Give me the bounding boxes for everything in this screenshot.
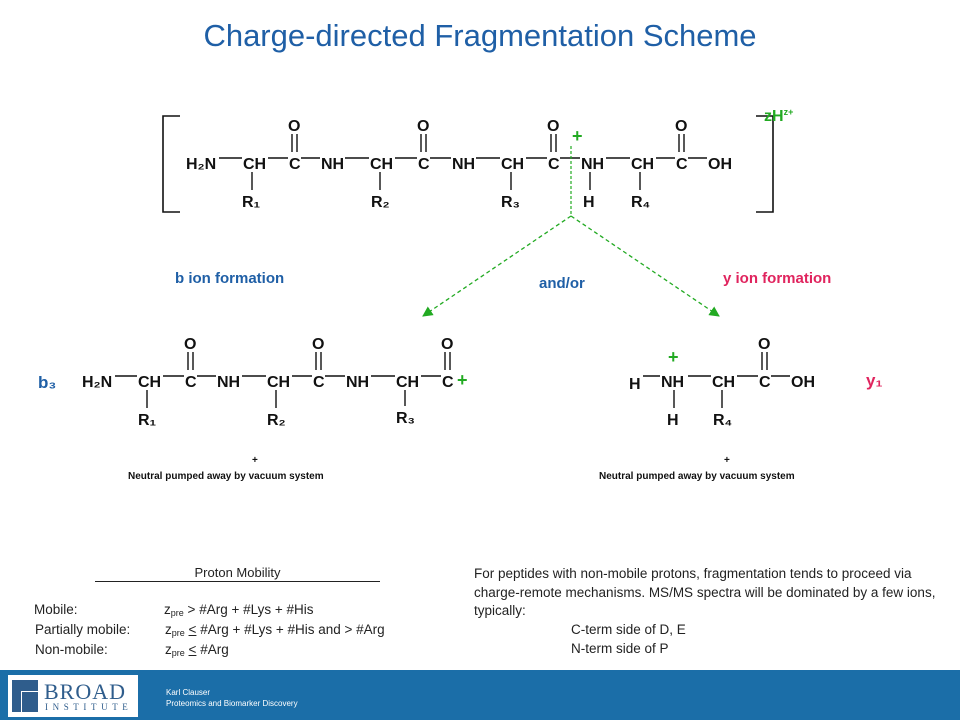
mobility-name: Non-mobile: — [35, 642, 108, 657]
alpha-carbon-4: CH — [631, 156, 654, 173]
footer-bar: BROAD INSTITUTE Karl Clauser Proteomics … — [0, 670, 960, 720]
b-side-chain-r2: R₂ — [267, 412, 286, 429]
b-carbonyl-carbon-2: C — [313, 374, 325, 391]
y-side-chain-r4: R₄ — [713, 412, 732, 429]
side-chain-r4: R₄ — [631, 194, 650, 211]
b3-label: b₃ — [38, 373, 56, 392]
y-carbonyl-carbon: C — [759, 374, 771, 391]
left-bracket — [162, 115, 180, 213]
b-ion-charge-plus: + — [457, 370, 468, 390]
b-neutral-plus: + — [252, 455, 258, 466]
y-ion-formation-label: y ion formation — [723, 270, 831, 287]
mobility-name: Mobile: — [34, 602, 78, 617]
y-amide-nh: NH — [661, 374, 684, 391]
b-alpha-carbon-3: CH — [396, 374, 419, 391]
alpha-carbon-2: CH — [370, 156, 393, 173]
fragmentation-diagram: H₂N CH C NH CH C NH CH C NH CH C OH O O … — [38, 107, 883, 482]
amide-hydrogen: H — [583, 194, 595, 211]
carbonyl-carbon-2: C — [418, 156, 430, 173]
b-side-chain-r3: R₃ — [396, 410, 415, 427]
mobility-row-mobile: Mobile:zpre > #Arg + #Lys + #His — [34, 602, 314, 618]
b-ion-arrow — [422, 215, 572, 317]
b-h2n: H₂N — [82, 374, 112, 391]
charge-state-label: zHz+ — [764, 107, 793, 125]
b-amide-nh-3: NH — [346, 374, 369, 391]
carbonyl-oxygen-3: O — [547, 118, 559, 135]
carbonyl-oxygen-2: O — [417, 118, 429, 135]
b-carbonyl-oxygen-2: O — [312, 336, 324, 353]
page-title: Charge-directed Fragmentation Scheme — [203, 18, 757, 53]
precursor-peptide: H₂N CH C NH CH C NH CH C NH CH C OH O O … — [162, 107, 793, 214]
b-ion-formation-label: b ion formation — [175, 270, 284, 287]
footer-author-block: Karl Clauser Proteomics and Biomarker Di… — [166, 687, 298, 709]
carbonyl-carbon-3: C — [548, 156, 560, 173]
y-alpha-carbon: CH — [712, 374, 735, 391]
alpha-carbon-1: CH — [243, 156, 266, 173]
y1-label: y₁ — [866, 371, 883, 390]
side-chain-r1: R₁ — [242, 194, 261, 211]
side-chain-r3: R₃ — [501, 194, 520, 211]
b-alpha-carbon-1: CH — [138, 374, 161, 391]
y-carbonyl-oxygen: O — [758, 336, 770, 353]
logo-subtext: INSTITUTE — [45, 702, 133, 712]
b-carbonyl-oxygen-3: O — [441, 336, 453, 353]
proton-plus: + — [572, 126, 583, 146]
y-neutral-caption: Neutral pumped away by vacuum system — [599, 471, 795, 482]
y-amide-hydrogen: H — [667, 412, 679, 429]
and-or-label: and/or — [539, 275, 585, 292]
amide-nh-2: NH — [321, 156, 344, 173]
proton-mobility-title: Proton Mobility — [95, 565, 380, 582]
author-department: Proteomics and Biomarker Discovery — [166, 699, 298, 708]
amide-nh-3: NH — [452, 156, 475, 173]
carbonyl-carbon-1: C — [289, 156, 301, 173]
b-carbonyl-carbon-1: C — [185, 374, 197, 391]
mobility-row-non-mobile: Non-mobile:zpre < #Arg — [35, 642, 229, 658]
b-alpha-carbon-2: CH — [267, 374, 290, 391]
note-example-2: N-term side of P — [571, 641, 669, 656]
y-c-term-oh: OH — [791, 374, 815, 391]
author-name: Karl Clauser — [166, 688, 211, 697]
logo-wordmark: BROAD — [44, 679, 127, 704]
logo-square-icon — [12, 680, 39, 713]
b-amide-nh-2: NH — [217, 374, 240, 391]
mobility-name: Partially mobile: — [35, 622, 131, 637]
y-h-left: H — [629, 376, 641, 393]
carbonyl-oxygen-4: O — [675, 118, 687, 135]
broad-institute-logo: BROAD INSTITUTE — [8, 675, 138, 717]
amide-nh-4: NH — [581, 156, 604, 173]
y-ion-arrow — [570, 215, 720, 317]
n-term-h2n: H₂N — [186, 156, 216, 173]
b-carbonyl-oxygen-1: O — [184, 336, 196, 353]
mobility-row-partially-mobile: Partially mobile:zpre < #Arg + #Lys + #H… — [35, 622, 385, 638]
side-chain-r2: R₂ — [371, 194, 390, 211]
y-ion-charge-plus: + — [668, 347, 679, 367]
carbonyl-carbon-4: C — [676, 156, 688, 173]
b-neutral-caption: Neutral pumped away by vacuum system — [128, 471, 324, 482]
b3-ion: b₃ H₂N CH C NH CH C NH CH C + O O O R₁ R… — [38, 336, 468, 482]
right-bracket — [756, 115, 774, 213]
alpha-carbon-3: CH — [501, 156, 524, 173]
carbonyl-oxygen-1: O — [288, 118, 300, 135]
note-example-1: C-term side of D, E — [571, 622, 686, 637]
c-term-oh: OH — [708, 156, 732, 173]
y1-ion: H NH CH C OH + O H R₄ y₁ + Neutral pumpe… — [599, 336, 883, 482]
b-carbonyl-carbon-3: C — [442, 374, 454, 391]
charge-remote-note: For peptides with non-mobile protons, fr… — [474, 566, 936, 618]
y-neutral-plus: + — [724, 455, 730, 466]
b-side-chain-r1: R₁ — [138, 412, 157, 429]
